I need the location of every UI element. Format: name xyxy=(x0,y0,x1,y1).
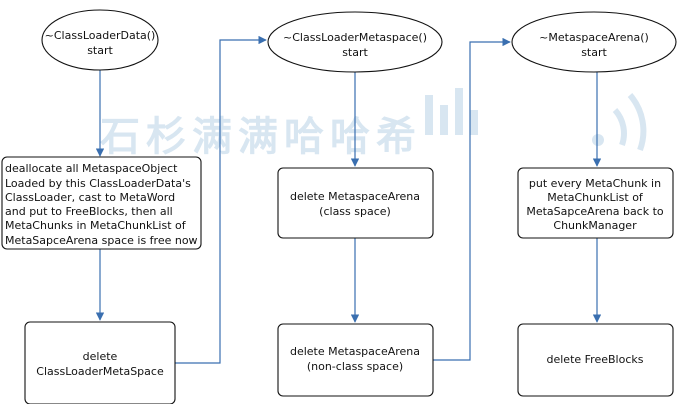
node-label-line: ~ClassLoaderData() xyxy=(45,29,156,42)
node-label-line: ClassLoaderMetaSpace xyxy=(36,365,164,378)
node-label-line: and put to FreeBlocks, then all xyxy=(5,205,173,218)
node-label-line: (class space) xyxy=(319,205,391,218)
arrow-delete-clms-to-clms-start xyxy=(175,35,267,364)
watermark: 石杉满满哈哈希 xyxy=(100,88,647,160)
node-label-line: ChunkManager xyxy=(553,219,637,232)
node-put-chunks: put every MetaChunk in MetaChunkList of … xyxy=(517,167,674,239)
node-label-line: delete MetaspaceArena xyxy=(290,190,420,203)
process-box xyxy=(24,321,176,404)
node-label-line: MetaSapceArena back to xyxy=(526,205,664,218)
node-label-line: ~ClassLoaderMetaspace() xyxy=(283,31,427,44)
process-box xyxy=(517,167,674,239)
node-dealloc: deallocate all MetaspaceObject Loaded by… xyxy=(1,156,202,250)
process-box xyxy=(517,323,674,397)
node-label-line: delete xyxy=(83,350,118,363)
node-label-line: deallocate all MetaspaceObject xyxy=(5,162,178,175)
node-delete-freeblocks: delete FreeBlocks xyxy=(517,323,674,397)
node-delete-arena-nonclass: delete MetaspaceArena (non-class space) xyxy=(277,323,434,397)
node-label-line: start xyxy=(581,46,607,59)
node-label-line: MetaChunkList of xyxy=(547,191,644,204)
watermark-signal-icon xyxy=(592,93,647,152)
start-ellipse xyxy=(511,11,677,73)
node-label-line: ~MetaspaceArena() xyxy=(539,31,649,44)
node-label-line: ClassLoader, cast to MetaWord xyxy=(5,191,175,204)
arrow-arena-nonclass-to-ma-start xyxy=(433,37,511,361)
connectors xyxy=(95,35,602,364)
node-label-line: put every MetaChunk in xyxy=(529,177,661,190)
node-label-line: Loaded by this ClassLoaderData's xyxy=(5,177,191,190)
node-ma-start: ~MetaspaceArena() start xyxy=(511,11,677,73)
node-label-line: (non-class space) xyxy=(307,360,403,373)
start-ellipse xyxy=(41,9,159,71)
process-box xyxy=(277,323,434,397)
node-delete-clms: delete ClassLoaderMetaSpace xyxy=(24,321,176,404)
process-box xyxy=(1,156,202,250)
process-box xyxy=(277,167,434,239)
node-label-line: delete MetaspaceArena xyxy=(290,345,420,358)
node-label-line: delete FreeBlocks xyxy=(547,353,644,366)
node-delete-arena-class: delete MetaspaceArena (class space) xyxy=(277,167,434,239)
node-label-line: start xyxy=(87,44,113,57)
watermark-text: 石杉满满哈哈希 xyxy=(100,114,422,160)
node-clms-start: ~ClassLoaderMetaspace() start xyxy=(267,11,443,73)
node-label-line: MetaChunks in MetaChunkList of xyxy=(5,219,187,232)
start-ellipse xyxy=(267,11,443,73)
node-cld-start: ~ClassLoaderData() start xyxy=(41,9,159,71)
node-label-line: MetaSapceArena space is free now xyxy=(5,234,198,247)
watermark-bars-icon xyxy=(425,88,478,135)
node-label-line: start xyxy=(342,46,368,59)
